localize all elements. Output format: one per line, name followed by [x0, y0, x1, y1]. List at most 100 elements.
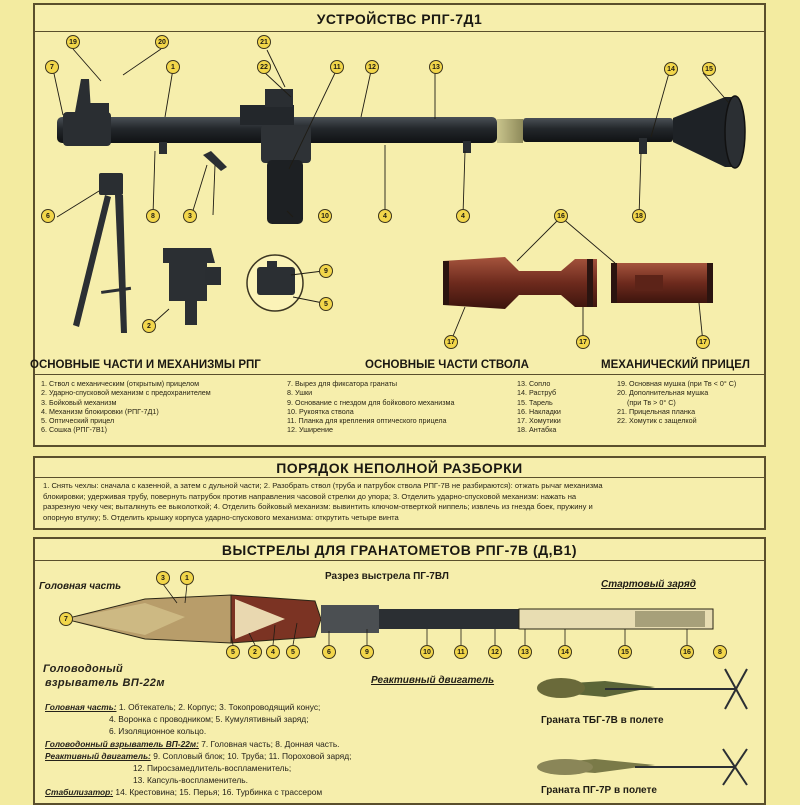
head-section-label: Головная часть [39, 581, 122, 592]
gcallout-10: 10 [420, 645, 434, 659]
legend-item: 10. Рукоятка ствола [287, 406, 354, 416]
callout-14: 14 [664, 62, 678, 76]
gcallout-5b: 5 [286, 645, 300, 659]
callout-8: 8 [146, 209, 160, 223]
legend-item: 14. Раструб [517, 388, 557, 398]
disassembly-line: разрезную чеку чек; выталкнуть ее выколо… [43, 502, 593, 512]
legend-item: 2. Ударно-спусковой механизм с предохран… [41, 388, 211, 398]
tbg-label: Граната ТБГ-7В в полете [541, 715, 664, 726]
disassembly-title: ПОРЯДОК НЕПОЛНОЙ РАЗБОРКИ [276, 460, 523, 476]
legend-item: 7. Вырез для фиксатора гранаты [287, 379, 398, 388]
grenade-diagram [64, 583, 748, 786]
trigger-drawing [163, 248, 221, 325]
gcallout-14: 14 [558, 645, 572, 659]
legend-col-2: 7. Вырез для фиксатора гранаты 8. Ушки 9… [287, 379, 454, 435]
callout-4: 4 [378, 209, 392, 223]
disassembly-line: опорную втулку; 5. Отделить крышку корпу… [43, 512, 399, 522]
gcallout-7: 7 [59, 612, 73, 626]
gcallout-11: 11 [454, 645, 468, 659]
disassembly-panel: ПОРЯДОК НЕПОЛНОЙ РАЗБОРКИ 1. Снять чехлы… [33, 456, 766, 530]
rpg-diagram [52, 48, 746, 344]
rounds-panel: ВЫСТРЕЛЫ ДЛЯ ГРАНАТОМЕТОВ РПГ-7В (Д,В1) [33, 537, 766, 805]
legend-head-fuze: Головодонный взрыватель ВП-22м: [45, 738, 199, 749]
gcallout-15: 15 [618, 645, 632, 659]
legend-col-4: 19. Основная мушка (при Тв < 0° С) 20. Д… [617, 379, 736, 425]
rounds-title: ВЫСТРЕЛЫ ДЛЯ ГРАНАТОМЕТОВ РПГ-7В (Д,В1) [221, 542, 578, 558]
tbg-grenade [537, 668, 748, 710]
grenade-leaders [65, 583, 688, 646]
section-label: Разрез выстрела ПГ-7ВЛ [325, 571, 449, 582]
legend-item: 13. Сопло [517, 379, 551, 388]
grenade-cutaway [64, 594, 714, 644]
callout-18: 18 [632, 209, 646, 223]
callout-3: 3 [183, 209, 197, 223]
legend-item: 22. Хомутик с защелкой [617, 416, 697, 426]
callout-22: 22 [257, 60, 271, 74]
legend-head-warhead: Головная часть: [45, 702, 117, 712]
legend-heads: Головная часть: 1. Обтекатель; 2. Корпус… [45, 701, 351, 799]
legend-text: 1. Обтекатель; 2. Корпус; 3. Токопроводя… [118, 702, 321, 712]
fuze-label-1: Головодоный [43, 663, 124, 675]
device-title: УСТРОЙСТВС РПГ-7Д1 [316, 11, 483, 27]
legend-item: 18. Антабка [517, 425, 557, 435]
callout-13: 13 [429, 60, 443, 74]
callout-12: 12 [365, 60, 379, 74]
callout-5: 5 [319, 297, 333, 311]
legend-item: 3. Бойковый механизм [41, 397, 117, 407]
legend-item: 19. Основная мушка (при Тв < 0° С) [617, 379, 737, 388]
legend-item: 16. Накладки [517, 406, 561, 416]
legend-item: 12. Уширение [287, 425, 333, 435]
gcallout-3: 3 [156, 571, 170, 585]
legend-text: 13. Капсуль-воспламенитель. [133, 775, 248, 786]
callout-9: 9 [319, 264, 333, 278]
reactive-label: Реактивный двигатель [371, 675, 495, 686]
callout-2: 2 [142, 319, 156, 333]
launcher-drawing [57, 79, 746, 224]
callout-20: 20 [155, 35, 169, 49]
legend-text: 12. Пиросзамедлитель-воспламенитель; [133, 763, 292, 774]
gcallout-2: 2 [248, 645, 262, 659]
callout-15: 15 [702, 62, 716, 76]
legend-item: 6. Сошка (РПГ-7В1) [41, 425, 108, 435]
legend-text: 14. Крестовина; 15. Перья; 16. Турбинка … [115, 787, 323, 798]
legend-item: (при Тв > 0° С) [627, 397, 676, 407]
device-panel: УСТРОЙСТВС РПГ-7Д1 [30, 3, 766, 447]
gcallout-9: 9 [360, 645, 374, 659]
gcallout-13: 13 [518, 645, 532, 659]
legend-item: 1. Ствол с механическим (открытым) прице… [41, 379, 200, 388]
gcallout-1: 1 [180, 571, 194, 585]
start-charge-label: Стартовый заряд [601, 579, 696, 590]
legend-text: 4. Воронка с проводником; 5. Кумулятивны… [109, 714, 309, 725]
callout-6: 6 [41, 209, 55, 223]
legend-head-motor: Реактивный двигатель: [45, 750, 151, 761]
firing-mech-drawing [246, 254, 304, 312]
legend-col-1: 1. Ствол с механическим (открытым) прице… [41, 379, 211, 435]
disassembly-line: 1. Снять чехлы: сначала с казенной, а за… [43, 481, 603, 490]
legend-item: 15. Тарель [517, 397, 553, 407]
disassembly-line: блокировки; удерживая трубу, повернуть п… [43, 491, 577, 501]
callout-4b: 4 [456, 209, 470, 223]
callout-10: 10 [318, 209, 332, 223]
main-parts-heading: ОСНОВНЫЕ ЧАСТИ И МЕХАНИЗМЫ РПГ [30, 359, 261, 371]
legend-item: 8. Ушки [287, 388, 313, 398]
legend-divider [35, 374, 764, 375]
callout-19: 19 [66, 35, 80, 49]
legend-text: 6. Изоляционное кольцо. [109, 726, 207, 737]
callout-17a: 17 [444, 335, 458, 349]
legend-item: 9. Основание с гнездом для бойкового мех… [287, 397, 455, 407]
fuze-label-2: взрыватель ВП-22м [45, 677, 165, 689]
pg7r-grenade [537, 748, 748, 786]
gcallout-16: 16 [680, 645, 694, 659]
gcallout-5: 5 [226, 645, 240, 659]
legend-head-stabilizer: Стабилизатор: [45, 787, 114, 798]
legend-item: 5. Оптический прицел [41, 416, 115, 426]
rounds-divider [35, 560, 764, 561]
disassembly-text: 1. Снять чехлы: сначала с казенной, а за… [43, 481, 758, 523]
disassembly-divider [35, 477, 764, 478]
legend-item: 4. Механизм блокировки (РПГ-7Д1) [41, 406, 159, 416]
legend-col-3: 13. Сопло 14. Раструб 15. Тарель 16. Нак… [517, 379, 561, 435]
legend-text: 7. Головная часть; 8. Донная часть. [201, 738, 340, 749]
bipod-drawing [73, 173, 132, 333]
legend-text: 9. Сопловый блок; 10. Труба; 11. Порохов… [153, 750, 352, 761]
gcallout-12: 12 [488, 645, 502, 659]
